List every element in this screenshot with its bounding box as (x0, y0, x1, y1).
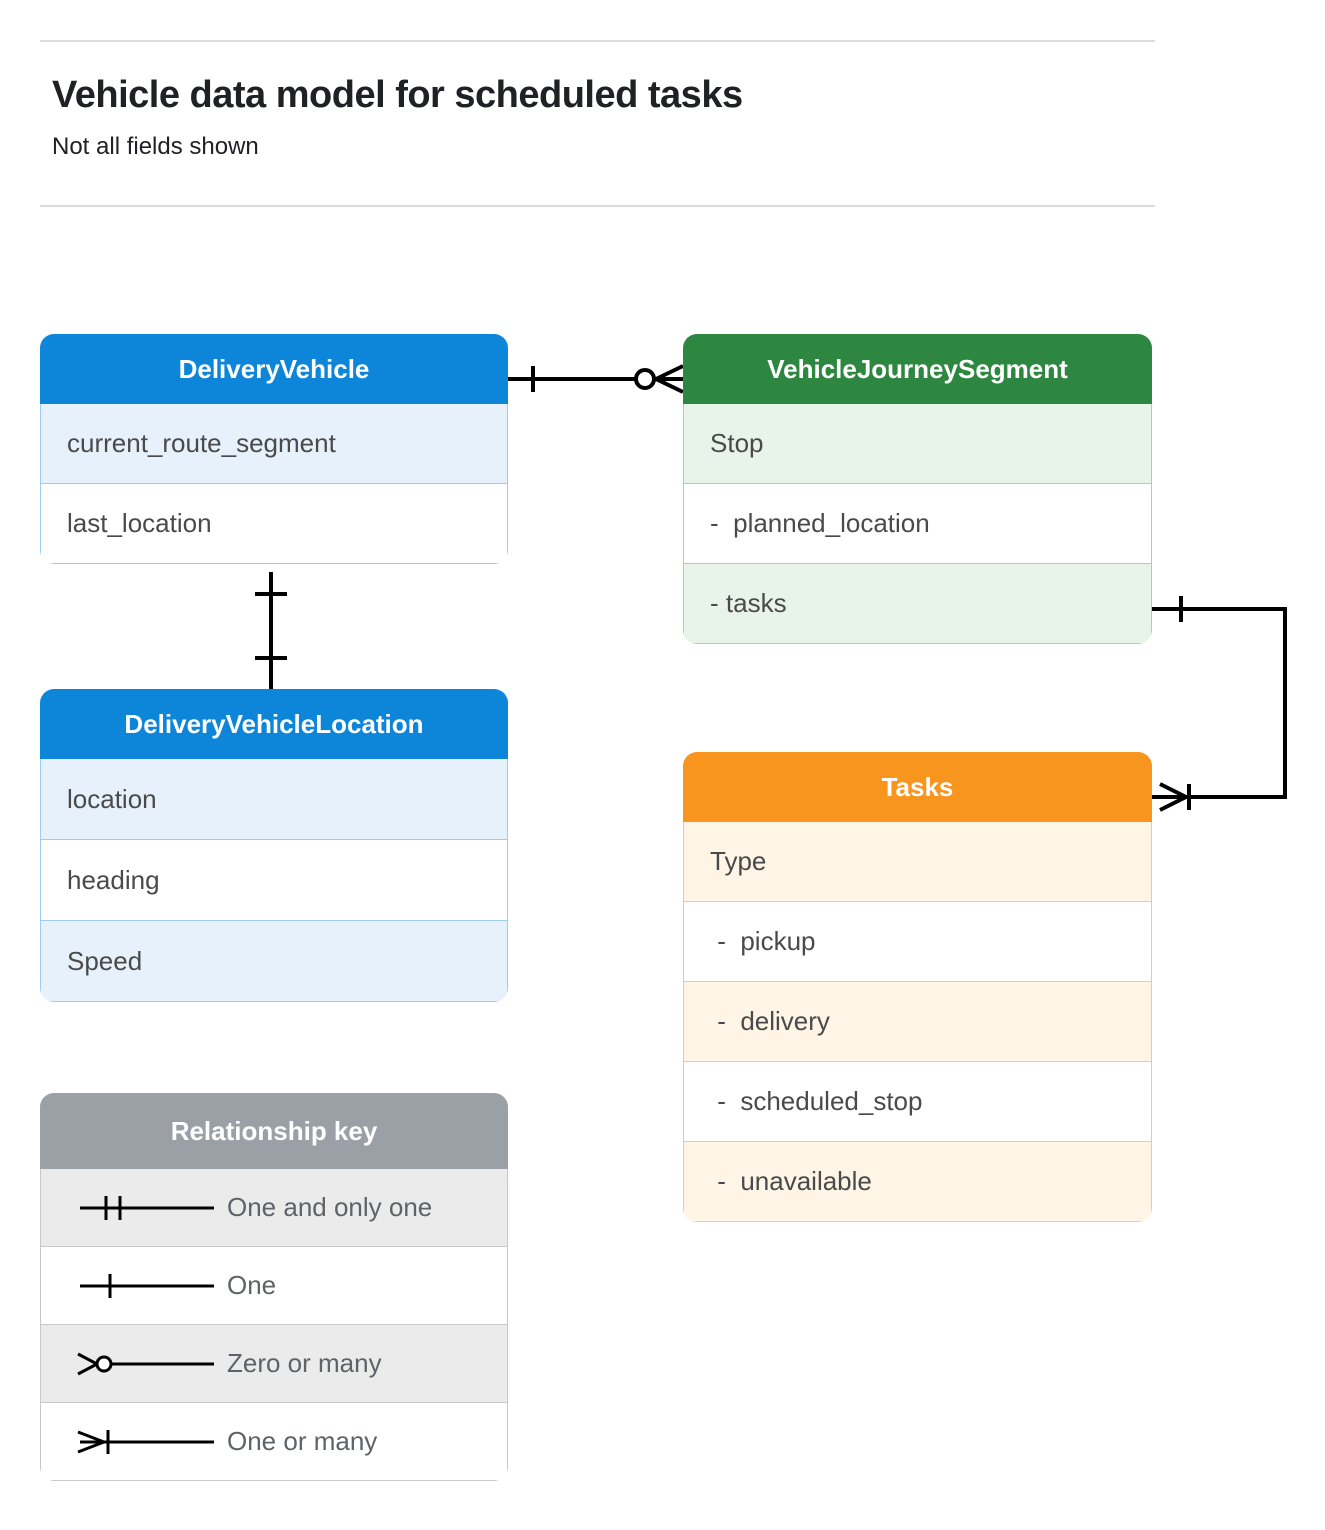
entity-delivery-vehicle-location-field-2: Speed (40, 921, 508, 1002)
legend-relationship-key[interactable]: Relationship key One and only one One (40, 1093, 508, 1481)
entity-delivery-vehicle[interactable]: DeliveryVehicle current_route_segment la… (40, 334, 508, 564)
entity-tasks-field-1: - pickup (683, 902, 1152, 982)
one-icon (67, 1266, 227, 1306)
page-subtitle: Not all fields shown (52, 133, 259, 160)
legend-label-one: One (227, 1270, 277, 1300)
entity-tasks-field-4: - unavailable (683, 1142, 1152, 1222)
legend-item-zero-or-many: Zero or many (40, 1325, 508, 1403)
legend-item-one-or-many: One or many (40, 1403, 508, 1481)
page-title: Vehicle data model for scheduled tasks (52, 74, 743, 116)
header-divider-bottom (40, 205, 1155, 207)
connector-tasks-crow-top (1159, 782, 1187, 799)
entity-vehicle-journey-segment[interactable]: VehicleJourneySegment Stop - planned_loc… (683, 334, 1152, 644)
legend-item-one: One (40, 1247, 508, 1325)
entity-delivery-vehicle-location-field-1: heading (40, 840, 508, 921)
legend-label-one-and-only-one: One and only one (227, 1192, 433, 1222)
entity-delivery-vehicle-location-field-0: location (40, 759, 508, 840)
connector-dv-vjs-crow-top (655, 364, 684, 381)
entity-delivery-vehicle-title: DeliveryVehicle (40, 334, 508, 404)
entity-vehicle-journey-segment-field-2: - tasks (683, 564, 1152, 644)
entity-delivery-vehicle-location-title: DeliveryVehicleLocation (40, 689, 508, 759)
entity-vehicle-journey-segment-title: VehicleJourneySegment (683, 334, 1152, 404)
entity-tasks-title: Tasks (683, 752, 1152, 822)
entity-tasks-field-2: - delivery (683, 982, 1152, 1062)
one-or-many-icon (67, 1422, 227, 1462)
connector-tasks-crow-bottom (1159, 795, 1187, 812)
entity-delivery-vehicle-field-1: last_location (40, 484, 508, 564)
legend-item-one-and-only-one: One and only one (40, 1169, 508, 1247)
legend-label-zero-or-many: Zero or many (227, 1348, 382, 1378)
zero-or-many-icon (67, 1344, 227, 1384)
connector-vjs-tasks-path (1152, 607, 1287, 799)
entity-delivery-vehicle-field-0: current_route_segment (40, 404, 508, 484)
header-divider-top (40, 40, 1155, 42)
one-and-only-one-icon (67, 1188, 227, 1228)
legend-label-one-or-many: One or many (227, 1426, 378, 1456)
entity-tasks[interactable]: Tasks Type - pickup - delivery - schedul… (683, 752, 1152, 1222)
entity-vehicle-journey-segment-field-1: - planned_location (683, 484, 1152, 564)
entity-tasks-field-0: Type (683, 822, 1152, 902)
connector-dv-vjs-zero-circle (634, 368, 656, 390)
entity-vehicle-journey-segment-field-0: Stop (683, 404, 1152, 484)
entity-delivery-vehicle-location[interactable]: DeliveryVehicleLocation location heading… (40, 689, 508, 1002)
connector-dv-vjs-crow-bottom (655, 377, 684, 394)
entity-tasks-field-3: - scheduled_stop (683, 1062, 1152, 1142)
legend-title: Relationship key (40, 1093, 508, 1169)
